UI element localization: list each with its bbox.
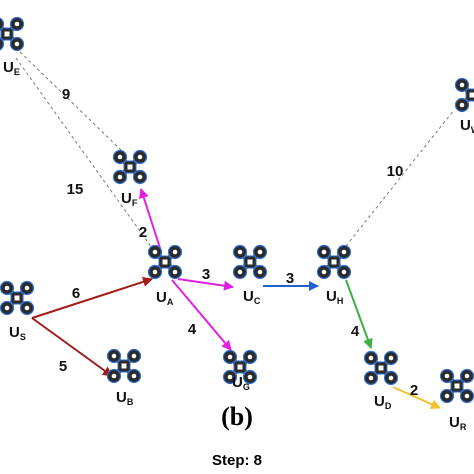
node-label-a: UA bbox=[156, 289, 174, 307]
drone-icon bbox=[112, 149, 148, 185]
edge-a-f bbox=[138, 188, 161, 249]
edge-e-a bbox=[15, 57, 153, 249]
edge-weight-e-a: 15 bbox=[67, 181, 84, 198]
drone-icon bbox=[232, 244, 268, 280]
node-label-w: UW bbox=[460, 117, 474, 135]
drone-icon bbox=[439, 368, 474, 404]
drone-icon bbox=[454, 77, 474, 113]
node-label-f: UF bbox=[121, 190, 138, 208]
edge-s-a bbox=[31, 277, 153, 319]
edge-d-r bbox=[392, 386, 441, 409]
drone-icon bbox=[222, 349, 258, 385]
node-h: UH bbox=[316, 244, 352, 306]
drone-icon bbox=[363, 350, 399, 386]
edge-weight-s-b: 5 bbox=[59, 358, 67, 375]
edge-h-w bbox=[345, 109, 455, 247]
edge-e-f bbox=[19, 51, 122, 151]
node-label-r: UR bbox=[449, 414, 467, 432]
edge-weight-c-h: 3 bbox=[286, 270, 294, 287]
edge-labels-layer: 9 15 10 6 5 2 3 4 3 4 2 bbox=[59, 86, 418, 399]
node-e: UE bbox=[0, 16, 25, 77]
nodes-layer: UE UF US UA UB UC UG UH UW UD UR bbox=[0, 16, 474, 432]
node-f: UF bbox=[112, 149, 148, 208]
node-label-h: UH bbox=[326, 288, 343, 306]
node-g: UG bbox=[222, 349, 258, 392]
node-a: UA bbox=[147, 244, 183, 307]
edge-s-b bbox=[31, 317, 113, 377]
edge-weight-a-g: 4 bbox=[188, 321, 197, 338]
edge-weight-a-f: 2 bbox=[139, 224, 147, 241]
edge-weight-s-a: 6 bbox=[72, 285, 80, 302]
drone-icon bbox=[106, 348, 142, 384]
node-b: UB bbox=[106, 348, 142, 407]
drone-icon bbox=[0, 280, 35, 316]
node-label-b: UB bbox=[116, 389, 134, 407]
node-c: UC bbox=[232, 244, 268, 306]
drone-icon bbox=[0, 16, 25, 52]
edge-weight-h-w: 10 bbox=[387, 163, 404, 180]
node-label-g: UG bbox=[232, 374, 250, 392]
node-label-s: US bbox=[9, 324, 26, 342]
edge-a-g bbox=[171, 279, 232, 351]
step-caption: Step: 8 bbox=[211, 452, 262, 469]
node-d: UD bbox=[363, 350, 399, 411]
node-w: UW bbox=[454, 77, 474, 135]
node-r: UR bbox=[439, 368, 474, 432]
edges-layer bbox=[15, 51, 455, 409]
edge-weight-e-f: 9 bbox=[62, 86, 70, 103]
node-label-d: UD bbox=[374, 393, 392, 411]
edge-h-d bbox=[345, 279, 373, 349]
node-label-c: UC bbox=[243, 288, 261, 306]
node-label-e: UE bbox=[3, 59, 20, 77]
edge-weight-a-c: 3 bbox=[202, 266, 210, 283]
edge-a-c bbox=[177, 278, 234, 291]
node-s: US bbox=[0, 280, 35, 342]
drone-icon bbox=[316, 244, 352, 280]
drone-icon bbox=[147, 244, 183, 280]
panel-caption: (b) bbox=[221, 402, 253, 431]
edge-weight-d-r: 2 bbox=[410, 382, 418, 399]
edge-weight-h-d: 4 bbox=[351, 323, 360, 340]
